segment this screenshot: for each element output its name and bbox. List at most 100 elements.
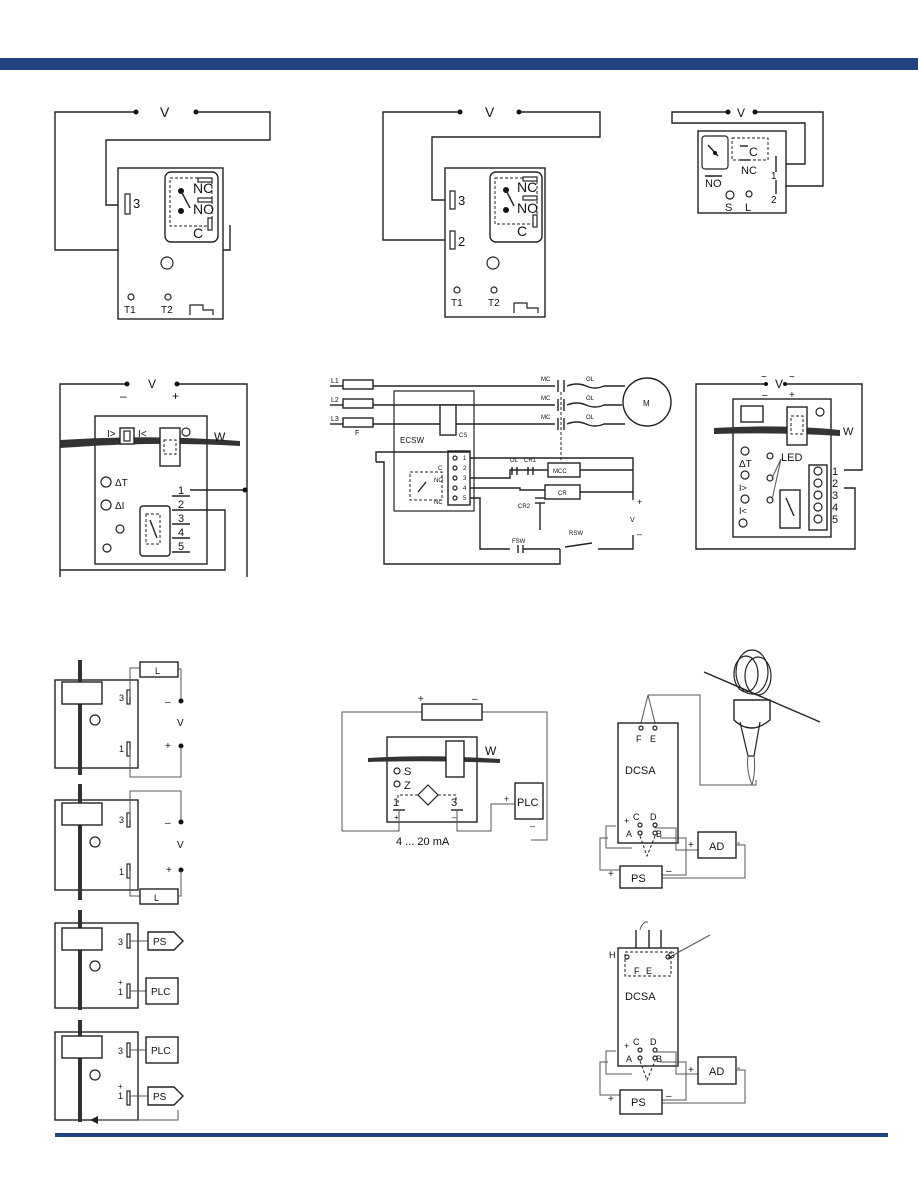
d11-plc-label: PLC [517,797,538,809]
d6-wire-label: W [843,426,854,438]
diagram-7-load-sink: 3 1 L – V + [54,660,184,778]
diagram-1-relay-wiring: V 3 NC NO C T1 T2 [54,104,271,320]
d3-led-icon [745,190,753,198]
d5-cs-label: CS [459,433,467,439]
d11-wire-icon [368,756,500,763]
d2-nc-label: NC [517,179,537,195]
d6-led1-icon [766,452,774,460]
d13-dcsa-label: DCSA [625,991,656,1003]
d11-current-label: 4 ... 20 mA [396,836,450,848]
d13-ps-plus: + [608,1094,614,1105]
diagram-11-analog-output: + – W S Z 1 3 + – PLC + – 4 ... 20 mA [341,694,548,848]
d1-pot-icon [160,256,174,270]
d2-c-label: C [517,223,527,239]
d6-lo-knob-icon [740,494,750,504]
d11-plc-minus: – [530,821,535,831]
d5-rsw-label: RSW [569,531,583,537]
diagram-3-compact-relay: V C NC NO S L 1 2 [671,106,824,214]
d5-mcc-label: MCC [553,469,567,475]
d12-f-label: F [636,734,642,744]
d7-terminal-3: 3 [119,693,124,703]
d3-voltage-label: V [737,106,745,120]
footer-band [55,1133,888,1137]
d6-terminal-1: 1 [832,466,838,478]
diagram-12-dcsa: F E DCSA C D + A B AD + - PS + – [599,694,757,889]
d11-plus-label: + [418,694,424,705]
d5-c-label: C [438,466,443,472]
diagram-13-dcsa: H G F E DCSA C D + A B AD + - PS + – [599,921,746,1115]
d6-led2-icon [766,474,774,482]
d5-cr-label: CR [558,491,567,497]
d6-terminal-3: 3 [832,490,838,502]
d12-dcsa-label: DCSA [625,765,656,777]
d2-t2-label: T2 [488,298,500,309]
d4-lo-label: I< [138,429,147,440]
d13-dcsa-box [617,947,679,1067]
d3-l-label: L [745,202,751,214]
d13-ps-label: PS [631,1097,646,1109]
d6-led3-icon [766,496,774,504]
d8-voltage-label: V [177,840,184,851]
d2-no-label: NO [517,200,538,216]
d3-terminal-2: 2 [771,195,777,206]
d5-t1: 1 [463,456,467,462]
d9-pot-icon [89,960,101,972]
d1-led-t1-icon [127,293,135,301]
d13-ad-minus: - [737,1063,740,1074]
d13-f-label: F [634,966,640,976]
d11-minus-label: – [472,694,478,705]
d12-ps-plus: + [608,869,614,880]
d13-a-label: A [626,1054,632,1064]
d6-wire-icon [714,426,840,436]
d5-motor-label: M [643,399,650,408]
d11-s-label: S [404,766,411,778]
d12-ps-label: PS [631,873,646,885]
d5-nc-label: NC [434,500,443,506]
d6-dt-label: ΔT [739,459,752,470]
d5-ol-label: OL [510,458,519,464]
d3-module-box [697,130,787,214]
d2-t1-label: T1 [451,298,463,309]
d5-plus-label: + [637,497,642,507]
d1-led-t2-icon [164,293,172,301]
d12-d-label: D [650,812,657,822]
d4-terminal-1: 1 [178,485,184,497]
d13-ps-minus: – [666,1091,672,1102]
d5-ecsw-label: ECSW [400,436,424,445]
d7-pot-icon [89,714,101,726]
d4-terminal-4: 4 [178,527,184,539]
d10-plc-label: PLC [151,1046,170,1057]
header-band [0,58,918,70]
d4-dt-knob-icon [100,476,112,488]
d8-terminal-1: 1 [119,867,124,877]
d6-crosshair-icon [815,407,825,417]
diagram-6-current-sensor-led: ~ ~ V – + W ΔT LED I> I< 1 2 3 4 [695,372,863,550]
d5-t5: 5 [463,496,467,502]
diagram-5-motor-control: L1 L2 L3 F MC MC MC OL OL OL M ECSW CS 1… [330,377,672,565]
d13-e-label: E [646,966,652,976]
d7-plus-label: + [165,741,171,752]
d6-led-label: LED [781,452,802,464]
d8-pot-icon [89,836,101,848]
d13-h-label: H [609,950,616,960]
d11-s-led-icon [393,767,401,775]
d4-pot-icon [115,524,125,534]
d1-no-label: NO [193,201,214,217]
d1-relay-box [164,171,219,243]
d7-minus-label: – [165,697,171,708]
diagram-2-relay-wiring: V 3 2 NC NO C T1 T2 [382,104,601,318]
d5-mc3-label: MC [541,415,551,421]
d6-terminal-4: 4 [832,502,838,514]
d12-ps-minus: – [666,866,672,877]
d10-terminal-3: 3 [118,1046,123,1056]
d2-pot-icon [486,256,500,270]
d1-nc-label: NC [193,180,213,196]
d11-term3-minus: – [452,813,457,822]
d12-e-label: E [650,734,656,744]
diagram-9-ps-plc: 3 + 1 PS PLC [54,910,184,1010]
d5-minus-label: – [637,529,642,539]
d12-ad-minus: - [737,838,740,849]
d12-plus-label: + [624,816,629,826]
d10-terminal-1: 1 [118,1091,123,1101]
d1-t1-label: T1 [124,305,136,316]
